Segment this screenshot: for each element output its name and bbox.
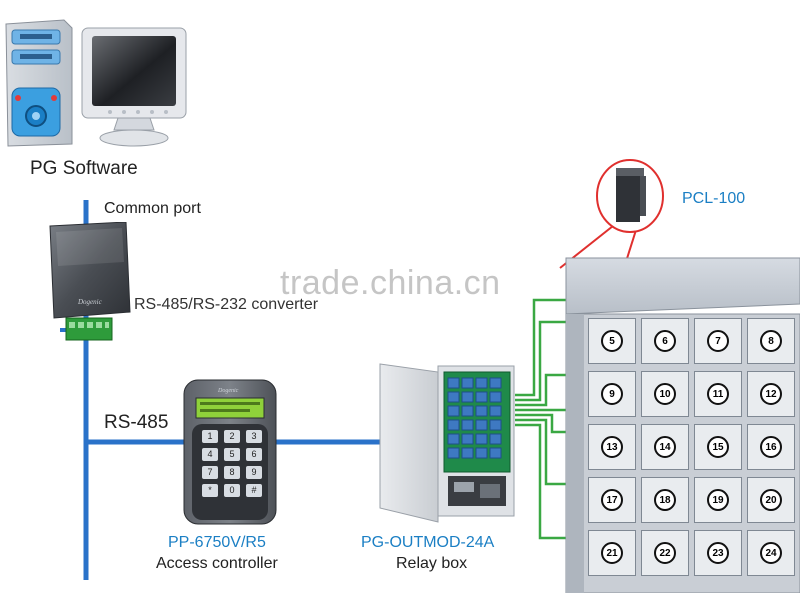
converter-label: RS-485/RS-232 converter [134,296,319,313]
locker-number: 22 [654,542,676,564]
relay-model-label: PG-OUTMOD-24A [361,534,495,551]
converter-device: Dogenic [49,222,131,341]
locker-door[interactable]: 8 [747,318,795,364]
locker-grid: 5 6 7 8 9 10 11 12 13 14 15 16 17 18 19 … [588,318,800,576]
key: 2 [224,430,240,443]
locker-door[interactable]: 10 [641,371,689,417]
locker-door[interactable]: 7 [694,318,742,364]
controller-name-label: Access controller [156,555,278,572]
locker-door[interactable]: 21 [588,530,636,576]
key: 1 [202,430,218,443]
locker-door[interactable]: 16 [747,424,795,470]
key: # [246,484,262,497]
relay-name-label: Relay box [396,555,468,572]
locker-number: 15 [707,436,729,458]
svg-text:Dogenic: Dogenic [217,388,239,394]
locker-number: 21 [601,542,623,564]
common-port-label: Common port [104,200,201,217]
watermark: trade.china.cn [280,264,501,302]
locker-door[interactable]: 14 [641,424,689,470]
lock-model-label: PCL-100 [682,190,746,207]
locker-number: 20 [760,489,782,511]
locker-number: 13 [601,436,623,458]
lock-icon [616,168,646,222]
locker-number: 7 [707,330,729,352]
locker-number: 17 [601,489,623,511]
pc-tower-icon [5,19,73,147]
locker-number: 6 [654,330,676,352]
locker-number: 12 [760,383,782,405]
locker-number: 23 [707,542,729,564]
locker-number: 16 [760,436,782,458]
svg-text:Dogenic: Dogenic [77,298,103,306]
locker-number: 8 [760,330,782,352]
key: 8 [224,466,240,479]
locker-number: 18 [654,489,676,511]
locker-number: 24 [760,542,782,564]
locker-door[interactable]: 11 [694,371,742,417]
locker-door[interactable]: 23 [694,530,742,576]
pg-software-label: PG Software [30,158,138,179]
locker-door[interactable]: 20 [747,477,795,523]
locker-door[interactable]: 17 [588,477,636,523]
locker-number: 9 [601,383,623,405]
key: 4 [202,448,218,461]
relay-box-device [379,363,515,523]
key: 0 [224,484,240,497]
key: 3 [246,430,262,443]
monitor-icon [81,27,187,147]
locker-door[interactable]: 6 [641,318,689,364]
key: 7 [202,466,218,479]
locker-number: 19 [707,489,729,511]
relay-wires [515,298,570,540]
key: 5 [224,448,240,461]
key: 6 [246,448,262,461]
locker-door[interactable]: 13 [588,424,636,470]
lock-callout [596,159,664,233]
locker-door[interactable]: 19 [694,477,742,523]
locker-door[interactable]: 18 [641,477,689,523]
controller-keypad: 1 2 3 4 5 6 7 8 9 * 0 # [202,430,262,497]
locker-door[interactable]: 22 [641,530,689,576]
locker-door[interactable]: 12 [747,371,795,417]
locker-number: 11 [707,383,729,405]
locker-door[interactable]: 24 [747,530,795,576]
locker-door[interactable]: 9 [588,371,636,417]
locker-number: 14 [654,436,676,458]
rs485-label: RS-485 [104,412,169,433]
locker-door[interactable]: 15 [694,424,742,470]
key: 9 [246,466,262,479]
key: * [202,484,218,497]
locker-number: 10 [654,383,676,405]
locker-number: 5 [601,330,623,352]
controller-model-label: PP-6750V/R5 [168,534,266,551]
locker-door[interactable]: 5 [588,318,636,364]
